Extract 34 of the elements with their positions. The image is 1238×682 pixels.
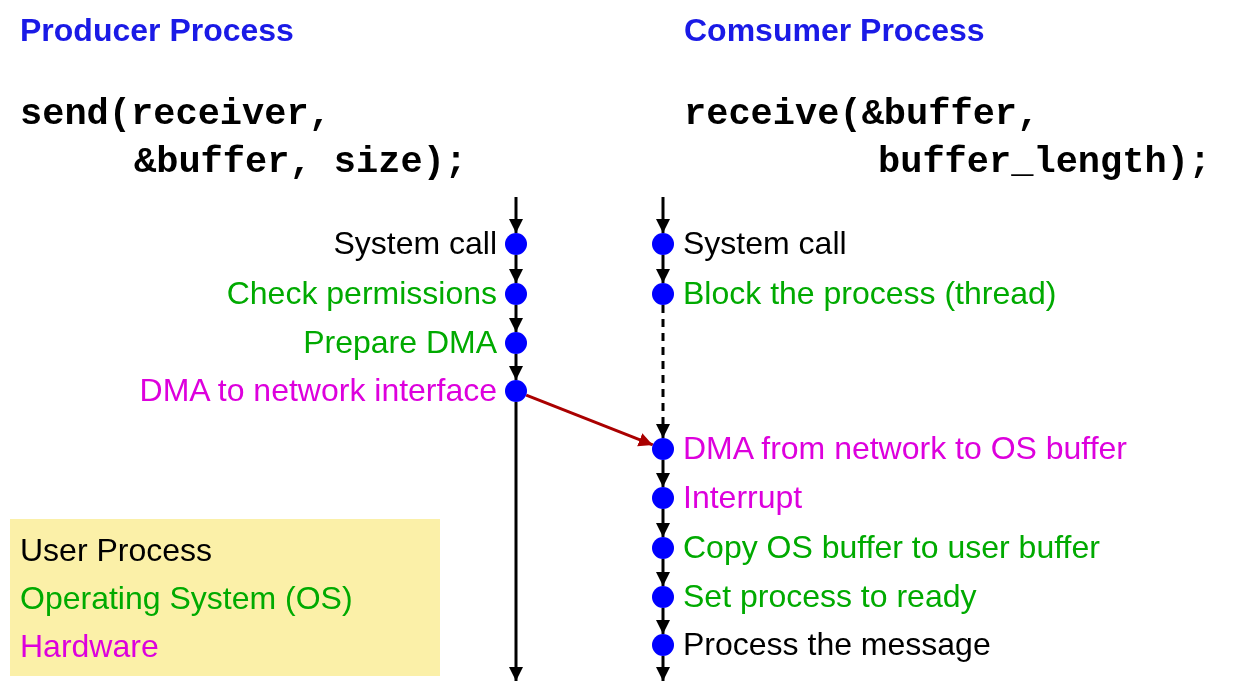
arrow — [656, 608, 670, 634]
step-label: System call — [333, 225, 497, 261]
arrow — [656, 656, 670, 681]
legend-text: User Process — [20, 531, 214, 568]
step-label: Process the message — [683, 626, 991, 662]
arrow — [509, 402, 523, 681]
step-label: Check permissions — [226, 275, 497, 311]
arrow — [656, 460, 670, 487]
column-heading: Comsumer Process — [684, 11, 985, 50]
arrow — [656, 559, 670, 586]
step-label: Set process to ready — [683, 578, 977, 614]
code-line: buffer_length); — [878, 140, 1212, 185]
column-heading: Producer Process — [20, 11, 294, 50]
arrow — [656, 509, 670, 537]
step-label: Prepare DMA — [303, 324, 497, 360]
arrow — [509, 305, 523, 332]
legend-text: Operating System (OS) — [20, 579, 354, 616]
legend-text: Hardware — [20, 627, 160, 664]
step-label: DMA from network to OS buffer — [683, 430, 1127, 466]
arrow — [656, 305, 670, 438]
step-label: Copy OS buffer to user buffer — [683, 529, 1100, 565]
step-label: Block the process (thread) — [683, 275, 1057, 311]
arrow — [509, 354, 523, 380]
code-line: send(receiver, — [20, 92, 331, 137]
arrow — [656, 255, 670, 283]
arrow — [656, 197, 670, 233]
code-line: receive(&buffer, — [684, 92, 1040, 137]
code-line: &buffer, size); — [134, 140, 468, 185]
step-label: System call — [683, 225, 847, 261]
arrow — [509, 255, 523, 283]
step-label: Interrupt — [683, 479, 803, 515]
arrow — [509, 197, 523, 233]
step-label: DMA to network interface — [139, 372, 497, 408]
arrow — [525, 393, 654, 447]
